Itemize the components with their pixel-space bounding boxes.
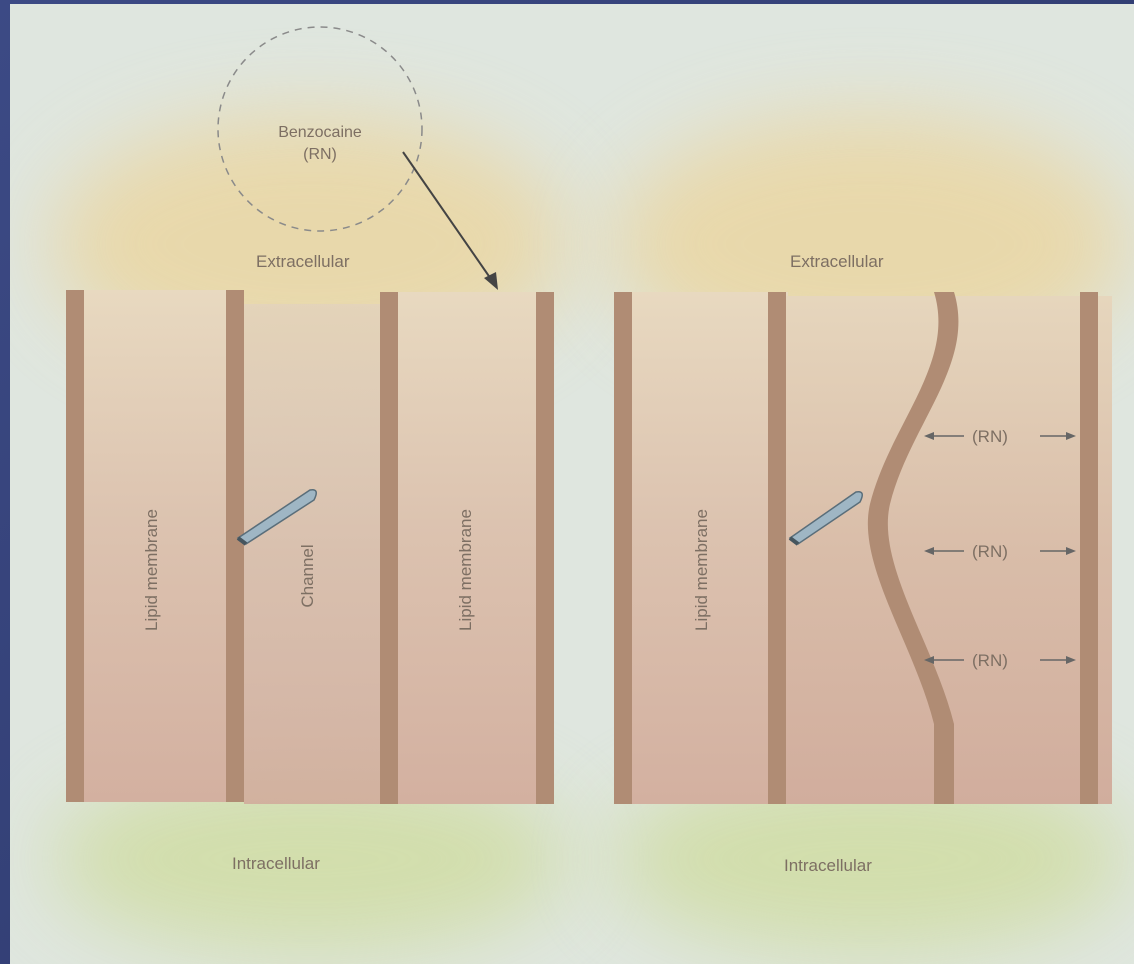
right-intracellular-label: Intracellular <box>784 856 872 876</box>
diagram-overlay <box>10 4 1134 964</box>
channel-probe-right <box>790 492 862 544</box>
benzocaine-entry-arrow <box>403 152 493 282</box>
benzocaine-name: Benzocaine <box>255 122 385 144</box>
benzocaine-formula: (RN) <box>255 144 385 166</box>
rn-label-1: (RN) <box>972 427 1008 447</box>
benzocaine-label: Benzocaine (RN) <box>255 122 385 166</box>
right-lipid-membrane-label: Lipid membrane <box>692 509 712 631</box>
diagram-page: Benzocaine (RN) Extracellular Intracellu… <box>10 4 1134 964</box>
rn-label-3: (RN) <box>972 651 1008 671</box>
displaced-membrane-wall <box>868 292 959 804</box>
channel-probe-left <box>238 490 316 544</box>
left-intracellular-label: Intracellular <box>232 854 320 874</box>
left-lipid-membrane-label: Lipid membrane <box>142 509 162 631</box>
benzocaine-entry-arrowhead <box>484 272 498 290</box>
channel-label: Channel <box>298 544 318 607</box>
rn-label-2: (RN) <box>972 542 1008 562</box>
right-extracellular-label: Extracellular <box>790 252 884 272</box>
left-extracellular-label: Extracellular <box>256 252 350 272</box>
left-right-lipid-membrane-label: Lipid membrane <box>456 509 476 631</box>
